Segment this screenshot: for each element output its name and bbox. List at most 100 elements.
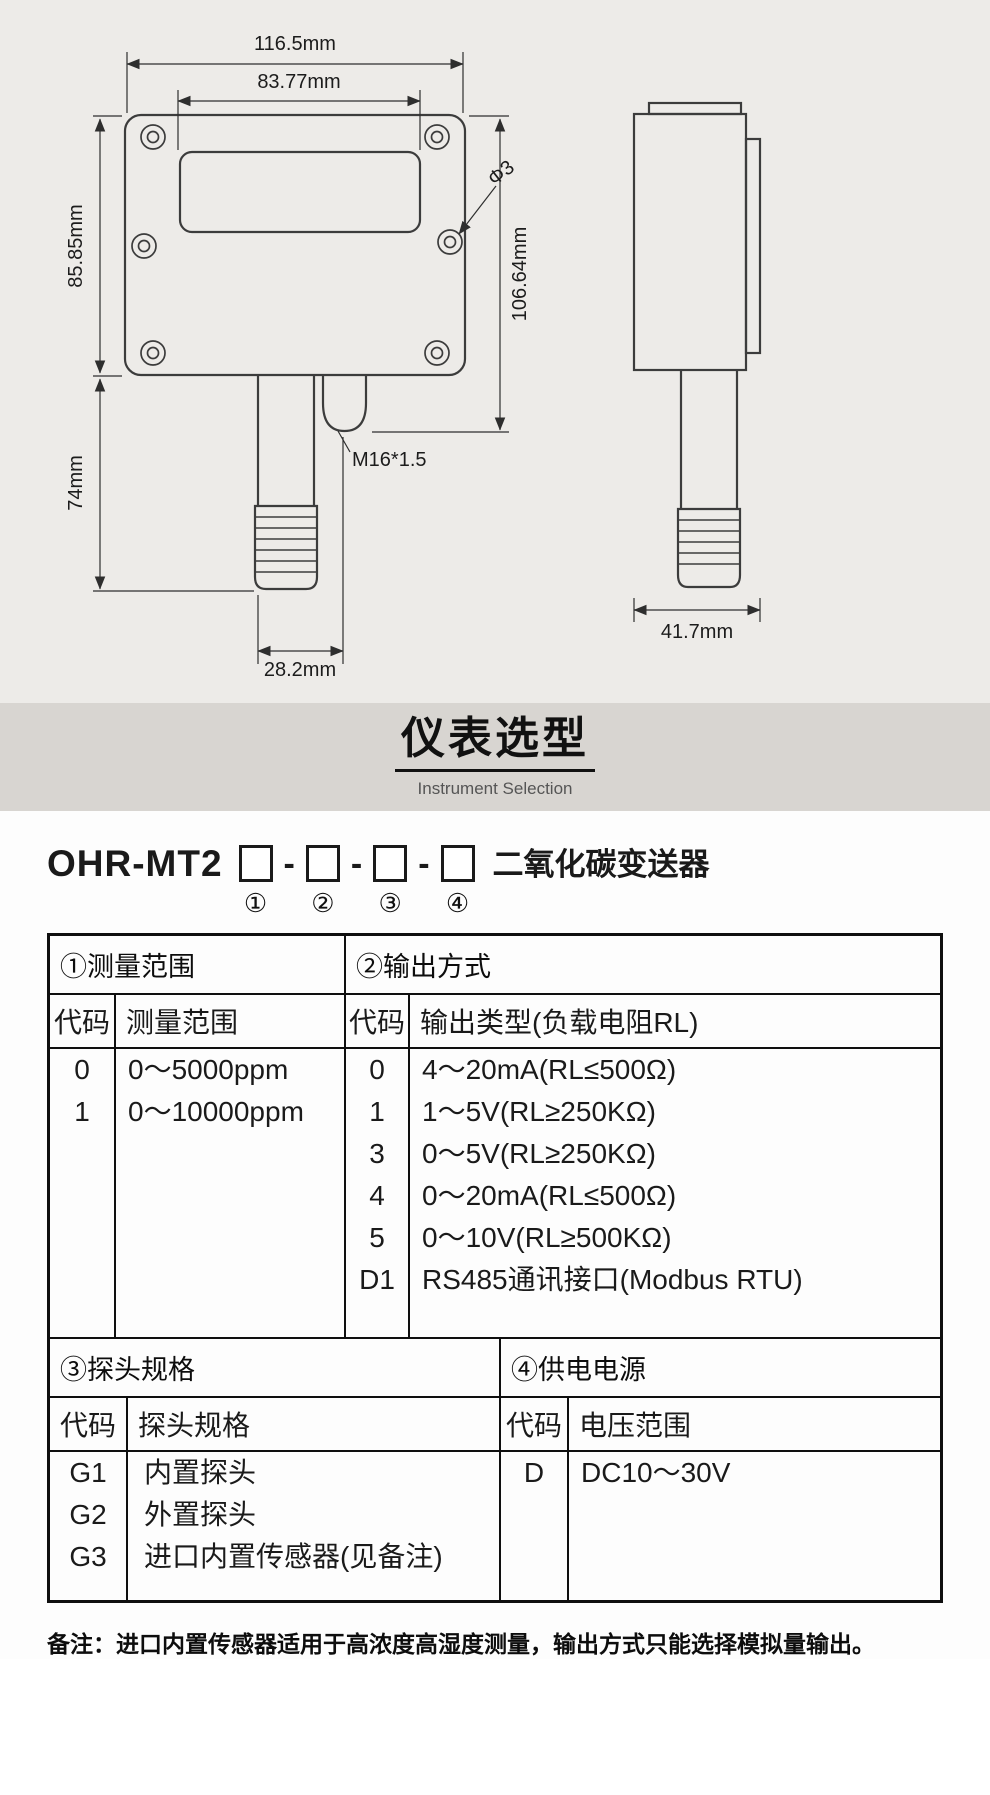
probe-code-column: G1 G2 G3	[50, 1452, 128, 1600]
power-code-header: 代码	[501, 1398, 569, 1450]
dim-label-probe-length: 74mm	[65, 455, 87, 511]
range-code-header: 代码	[50, 995, 116, 1047]
range-header-row: 代码 测量范围	[50, 995, 344, 1049]
model-prefix: OHR-MT2	[47, 843, 223, 884]
code-box-4	[440, 845, 475, 882]
probe-value-header: 探头规格	[138, 1410, 251, 1441]
table-section-probe: ③探头规格 代码 探头规格 G1 G2 G3 内置探头 外置探头	[50, 1339, 501, 1600]
probe-title: ③探头规格	[50, 1339, 499, 1398]
code-box-1	[238, 845, 273, 882]
selection-section: OHR-MT2 ① - ② - ③ - ④ 二氧化碳变送器	[0, 811, 990, 1659]
range-row-code: 0	[74, 1054, 90, 1085]
dash-separator-2: -	[350, 845, 363, 883]
probe-row-value: 进口内置传感器(见备注)	[144, 1541, 443, 1572]
dimension-drawing-section: 116.5mm 83.77mm 85.85mm 74mm 106.64mm Φ3…	[0, 0, 990, 703]
side-view-outline	[632, 101, 762, 589]
banner-title: 仪表选型	[395, 714, 595, 773]
code-slot-1: ①	[238, 841, 273, 919]
range-code-column: 0 1	[50, 1049, 116, 1337]
output-header-row: 代码 输出类型(负载电阻RL)	[346, 995, 940, 1049]
display-window	[178, 150, 422, 234]
power-code-column: D	[501, 1452, 569, 1600]
output-row-value: RS485通讯接口(Modbus RTU)	[422, 1264, 803, 1295]
output-row-value: 0～20mA(RL≤500Ω)	[422, 1180, 677, 1211]
selection-table: ①测量范围 代码 测量范围 0 1 0～5000ppm 0～10000ppm	[47, 933, 943, 1603]
output-code-column: 0 1 3 4 5 D1	[346, 1049, 410, 1337]
dim-label-hole-diameter: Φ3	[484, 156, 519, 190]
table-bottom-block: ③探头规格 代码 探头规格 G1 G2 G3 内置探头 外置探头	[50, 1339, 940, 1600]
slot-number-4: ④	[445, 888, 470, 918]
output-row-value: 4～20mA(RL≤500Ω)	[422, 1054, 677, 1085]
table-section-power: ④供电电源 代码 电压范围 D DC10～30V	[501, 1339, 940, 1600]
footnote: 备注：进口内置传感器适用于高浓度高湿度测量，输出方式只能选择模拟量输出。	[47, 1631, 875, 1657]
section-banner: 仪表选型 Instrument Selection	[0, 703, 990, 811]
ordering-code: OHR-MT2 ① - ② - ③ - ④ 二氧化碳变送器	[47, 841, 943, 919]
dim-label-width-inner: 83.77mm	[257, 71, 340, 93]
technical-drawing: 116.5mm 83.77mm 85.85mm 74mm 106.64mm Φ3…	[65, 33, 762, 681]
dim-label-height-right: 106.64mm	[509, 227, 531, 322]
range-row-code: 1	[74, 1096, 90, 1127]
table-section-output: ②输出方式 代码 输出类型(负载电阻RL) 0 1 3 4 5 D1	[346, 936, 940, 1337]
code-slot-4: ④	[440, 841, 475, 919]
output-row-code: 0	[369, 1054, 385, 1085]
probe-data: G1 G2 G3 内置探头 外置探头 进口内置传感器(见备注)	[50, 1452, 499, 1600]
power-title: ④供电电源	[501, 1339, 940, 1398]
dim-label-side-width: 41.7mm	[661, 621, 733, 643]
power-value-header: 电压范围	[579, 1410, 692, 1441]
output-title: ②输出方式	[346, 936, 940, 995]
range-data: 0 1 0～5000ppm 0～10000ppm	[50, 1049, 344, 1337]
range-value-column: 0～5000ppm 0～10000ppm	[116, 1049, 344, 1337]
range-row-value: 0～10000ppm	[128, 1096, 304, 1127]
leader-lines	[337, 185, 497, 453]
output-row-value: 1～5V(RL≥250KΩ)	[422, 1096, 656, 1127]
table-section-range: ①测量范围 代码 测量范围 0 1 0～5000ppm 0～10000ppm	[50, 936, 346, 1337]
table-top-block: ①测量范围 代码 测量范围 0 1 0～5000ppm 0～10000ppm	[50, 936, 940, 1339]
output-data: 0 1 3 4 5 D1 4～20mA(RL≤500Ω) 1～5V(RL≥250…	[346, 1049, 940, 1337]
output-row-code: 1	[369, 1096, 385, 1127]
dash-separator-3: -	[418, 845, 430, 883]
probe-code-header: 代码	[50, 1398, 128, 1450]
dim-label-height-left: 85.85mm	[65, 204, 87, 287]
slot-number-2: ②	[311, 888, 335, 918]
side-probe-ribs	[678, 519, 740, 565]
output-value-header: 输出类型(负载电阻RL)	[420, 1007, 699, 1038]
output-row-value: 0～5V(RL≥250KΩ)	[422, 1138, 656, 1169]
probe-filter-ribs	[255, 516, 317, 573]
dim-label-probe-offset: 28.2mm	[264, 659, 336, 681]
code-slot-3: ③	[373, 841, 408, 919]
range-title: ①测量范围	[50, 936, 344, 995]
output-code-header: 代码	[346, 995, 410, 1047]
code-box-2	[305, 845, 340, 882]
dim-label-width-top: 116.5mm	[254, 33, 336, 55]
output-value-column: 4～20mA(RL≤500Ω) 1～5V(RL≥250KΩ) 0～5V(RL≥2…	[410, 1049, 940, 1337]
power-row-code: D	[523, 1457, 545, 1488]
code-box-3	[373, 845, 408, 882]
power-header-row: 代码 电压范围	[501, 1398, 940, 1452]
range-row-value: 0～5000ppm	[128, 1054, 289, 1085]
front-view-outline	[123, 113, 467, 591]
code-slot-2: ②	[305, 841, 340, 919]
cable-gland	[321, 376, 368, 433]
probe-header-row: 代码 探头规格	[50, 1398, 499, 1452]
output-row-value: 0～10V(RL≥500KΩ)	[422, 1222, 672, 1253]
probe-row-code: G2	[69, 1499, 107, 1530]
dimension-lines	[94, 58, 761, 657]
mounting-holes	[131, 124, 463, 366]
dash-separator-1: -	[283, 845, 295, 883]
dim-label-gland-thread: M16*1.5	[352, 449, 427, 471]
probe-row-code: G3	[69, 1541, 107, 1572]
probe-row-value: 外置探头	[144, 1499, 257, 1530]
probe-body	[256, 376, 316, 506]
output-row-code: 5	[369, 1222, 385, 1253]
output-row-code: D1	[359, 1264, 395, 1295]
banner-subtitle: Instrument Selection	[417, 779, 573, 799]
output-row-code: 4	[369, 1180, 385, 1211]
range-value-header: 测量范围	[126, 1007, 239, 1038]
output-row-code: 3	[369, 1138, 385, 1169]
probe-row-value: 内置探头	[144, 1457, 257, 1488]
slot-number-1: ①	[243, 888, 268, 918]
power-row-value: DC10～30V	[581, 1457, 731, 1488]
probe-row-code: G1	[69, 1457, 107, 1488]
product-name: 二氧化碳变送器	[492, 847, 710, 882]
slot-number-3: ③	[378, 888, 402, 918]
